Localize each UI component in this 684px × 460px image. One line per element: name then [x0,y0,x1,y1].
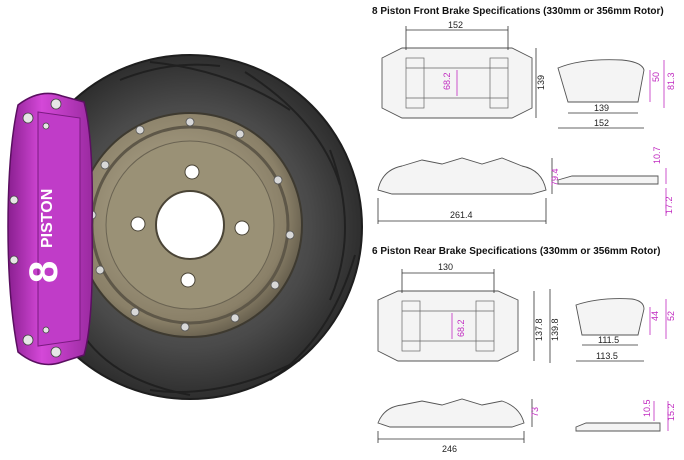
front-dim-side-length: 261.4 [450,210,473,220]
lug-holes [130,164,250,288]
caliper-logo-text: PISTON [39,189,56,248]
brake-illustration: 8 PISTON [7,54,363,400]
rear-pad [575,298,645,336]
front-dim-pad-h1: 50 [651,72,661,82]
caliper-logo-number: 8 [22,261,66,283]
rear-dim-side-length: 246 [442,444,457,454]
rear-caliper-top-view [377,290,519,362]
front-dim-pad-h2: 81.3 [666,72,676,90]
front-caliper-side-view [377,157,547,195]
rear-caliper-side-view [377,398,525,428]
rear-dim-pad-h1: 44 [650,311,660,321]
rear-dim-body-h2: 139.8 [550,318,560,341]
caliper-bolts [9,98,62,358]
rear-spec-title: 6 Piston Rear Brake Specifications (330m… [372,246,661,257]
front-dim-side-height: 79.4 [550,168,560,186]
rear-dim-side-t2: 15.2 [666,403,676,421]
front-dim-top-width: 152 [448,20,463,30]
front-dim-pad-height: 68.2 [442,72,452,90]
rear-dim-pad-height: 68.2 [456,319,466,337]
rotor-slots [79,61,356,396]
rear-dim-pad-h2: 52 [666,311,676,321]
rear-dim-side-height: 73 [530,407,540,417]
front-dim-pad-width: 139 [594,103,609,113]
rear-dim-side-t1: 10.5 [642,399,652,417]
front-pad [557,59,645,103]
rear-dim-body-h1: 137.8 [534,318,544,341]
rear-dim-pad-width: 111.5 [598,335,619,345]
front-dim-side-t2: 17.2 [664,196,674,214]
front-dim-body-height: 139 [536,75,546,90]
front-dim-side-t1: 10.7 [652,146,662,164]
rear-drawings: 130 68.2 137.8 139.8 44 52 111.5 113.5 7… [377,262,676,454]
rear-dim-top-width: 130 [438,262,453,272]
front-dim-pad-overall: 152 [594,118,609,128]
rear-pad-side [575,422,661,432]
front-drawings: 152 68.2 139 50 81.3 139 152 79.4 261.4 … [377,20,676,224]
center-bore [155,190,225,260]
hat-bolts [87,117,295,332]
rear-dim-pad-overall: 113.5 [596,351,618,361]
front-pad-side [557,175,659,185]
front-spec-title: 8 Piston Front Brake Specifications (330… [372,6,664,17]
